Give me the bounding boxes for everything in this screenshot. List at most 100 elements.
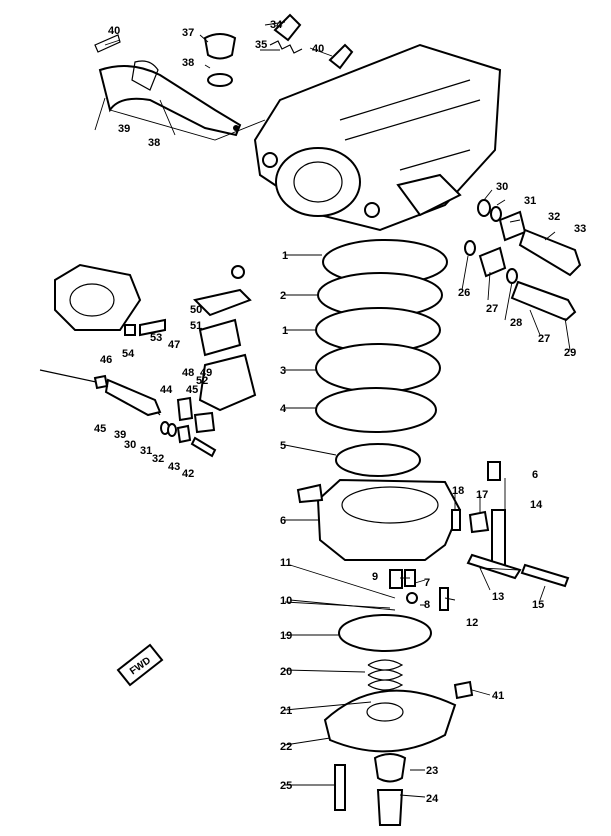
screw-15	[520, 563, 570, 588]
gasket-4	[315, 387, 437, 433]
callout-39b: 39	[114, 429, 126, 441]
needle-29	[510, 280, 577, 322]
bracket-50	[193, 288, 252, 317]
fitting-43b	[193, 411, 216, 434]
callout-53: 53	[150, 332, 162, 344]
spring-32	[498, 210, 527, 242]
callout-17: 17	[476, 489, 488, 501]
ring-30	[477, 199, 491, 217]
callout-30a: 30	[496, 181, 508, 193]
callout-1a: 1	[282, 250, 288, 262]
inlet-fitting	[396, 173, 462, 217]
ball-8	[406, 592, 418, 604]
lever-arm-39	[131, 60, 159, 91]
left-assembly	[39, 263, 257, 458]
callout-24: 24	[426, 793, 439, 805]
callout-25: 25	[280, 780, 292, 792]
ring-26	[464, 240, 476, 256]
fwd-arrow: FWD	[116, 643, 164, 687]
throttle-linkage-group	[94, 33, 266, 141]
callout-52: 52	[196, 375, 208, 387]
callout-35: 35	[255, 39, 267, 51]
ring-31b	[167, 423, 177, 437]
callout-43: 43	[168, 461, 180, 473]
spring-20	[367, 659, 404, 691]
callout-6a: 6	[280, 515, 286, 527]
callout-40a: 40	[108, 25, 120, 37]
callout-33: 33	[574, 223, 586, 235]
spring-44	[176, 396, 194, 422]
fitting-17	[468, 510, 490, 534]
plug-6	[487, 461, 501, 481]
callout-6b: 6	[532, 469, 538, 481]
needle-33	[518, 228, 582, 277]
callout-21: 21	[280, 705, 292, 717]
pin-13	[466, 553, 522, 580]
callout-4: 4	[280, 403, 287, 415]
callout-5: 5	[280, 440, 286, 452]
flange-bore	[275, 147, 361, 217]
callout-8: 8	[424, 599, 430, 611]
callout-54: 54	[122, 348, 135, 360]
clip-46	[93, 374, 109, 390]
spring-9	[389, 569, 403, 589]
callout-31b: 31	[140, 445, 152, 457]
callout-3: 3	[280, 365, 286, 377]
callout-46: 46	[100, 354, 112, 366]
ring-54	[124, 324, 136, 336]
callout-27a: 27	[486, 303, 498, 315]
callout-40b: 40	[312, 43, 324, 55]
spring-32b	[176, 424, 192, 444]
callout-32b: 32	[152, 453, 164, 465]
needle-valve-group	[464, 199, 582, 322]
callout-41: 41	[492, 690, 504, 702]
callout-22: 22	[280, 741, 292, 753]
callout-39a: 39	[118, 123, 130, 135]
fitting-24	[376, 789, 404, 826]
callout-2: 2	[280, 290, 286, 302]
spring-35	[269, 40, 303, 54]
callout-29: 29	[564, 347, 576, 359]
callout-32a: 32	[548, 211, 560, 223]
callouts: 40 37 38 39 38 34 35 40 30 31 32 33 26 2…	[94, 19, 586, 805]
screw-40a	[94, 34, 121, 53]
callout-26: 26	[458, 287, 470, 299]
callout-20: 20	[280, 666, 292, 678]
diaphragm-19	[338, 614, 432, 652]
needle-11	[289, 564, 396, 599]
callout-38b: 38	[148, 137, 160, 149]
callout-27b: 27	[538, 333, 550, 345]
callout-31a: 31	[524, 195, 536, 207]
callout-9: 9	[372, 571, 378, 583]
callout-1b: 1	[282, 325, 288, 337]
callout-50: 50	[190, 304, 202, 316]
screw-53	[139, 318, 166, 337]
callout-13: 13	[492, 591, 504, 603]
callout-15: 15	[532, 599, 544, 611]
callout-42: 42	[182, 468, 194, 480]
spring-27	[478, 246, 507, 278]
screw-41	[453, 680, 474, 700]
housing-52	[198, 353, 257, 412]
plate-51	[198, 318, 242, 357]
gasket-stack	[315, 239, 448, 477]
leader-lines	[94, 21, 571, 798]
callout-14: 14	[530, 499, 543, 511]
callout-51: 51	[190, 320, 202, 332]
pump-body-group	[289, 461, 570, 611]
callout-34: 34	[270, 19, 283, 31]
callout-47: 47	[168, 339, 180, 351]
ring-28	[506, 268, 518, 284]
screw-18	[451, 509, 461, 531]
callout-19: 19	[280, 630, 292, 642]
callout-28: 28	[510, 317, 522, 329]
pump-body-6	[316, 478, 462, 561]
screw-12	[439, 587, 449, 611]
callout-49: 49	[200, 367, 212, 379]
cap-37	[203, 33, 237, 60]
callout-10: 10	[280, 595, 292, 607]
carburetor-body	[253, 13, 502, 232]
callout-12: 12	[466, 617, 478, 629]
lever-plate-38	[98, 65, 242, 137]
